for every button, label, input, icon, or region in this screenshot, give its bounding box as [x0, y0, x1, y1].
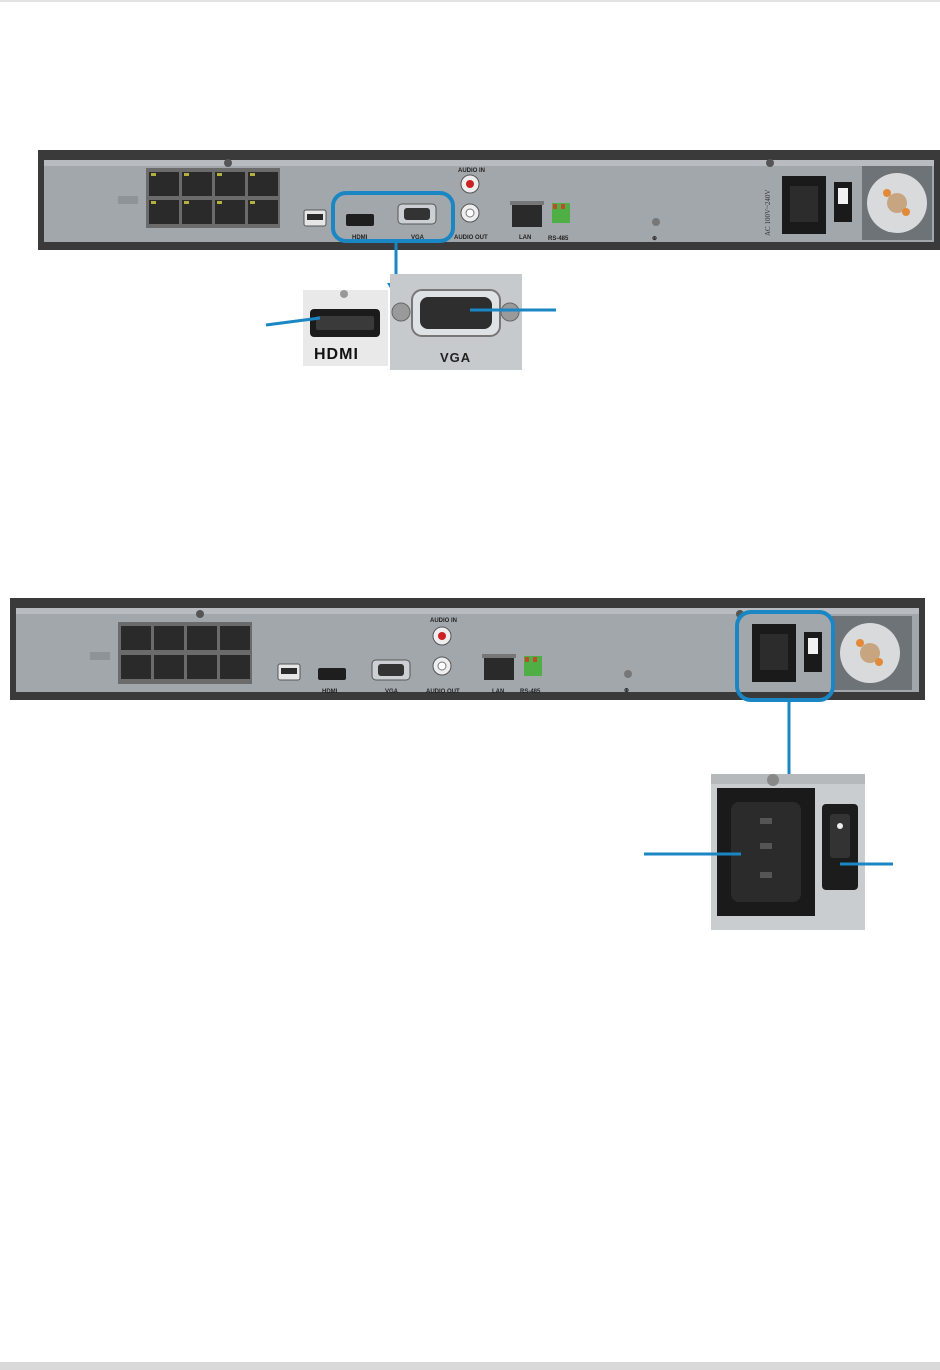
callout-highlight-2	[735, 610, 835, 702]
rs485-label-2: RS-485	[520, 689, 541, 695]
vga-zoom-image: VGA	[390, 274, 522, 370]
hdmi-label-2: HDMI	[322, 689, 338, 695]
usb-port	[303, 209, 327, 227]
hdmi-port-2: HDMI	[318, 668, 346, 695]
hdmi-pointer-line	[265, 316, 321, 327]
cooling-fan	[862, 166, 932, 240]
label-sticker	[118, 196, 138, 204]
rs485-terminal: RS-485	[548, 203, 570, 242]
vga-label-2: VGA	[385, 689, 399, 695]
audio-in-label: AUDIO IN	[458, 168, 485, 174]
ground-screw-2: ⊕	[624, 670, 632, 694]
callout-highlight	[331, 191, 455, 243]
power-switch	[834, 182, 852, 222]
hdmi-port: HDMI	[346, 214, 374, 241]
lan-label-2: LAN	[492, 689, 504, 695]
hdmi-zoom-image: HDMI	[303, 290, 388, 366]
hdmi-zoom-label: HDMI	[314, 346, 359, 363]
footer-band	[0, 1362, 940, 1370]
power-inlet	[782, 176, 826, 234]
figure-video-outputs: HDMI VGA AUDIO IN AUDIO OUT LAN RS-485 ⊕…	[38, 150, 940, 370]
usb-port-2	[277, 663, 301, 681]
lan-label: LAN	[519, 235, 531, 241]
poe-ports	[146, 168, 280, 228]
audio-out-label: AUDIO OUT	[454, 235, 488, 241]
rs485-label: RS-485	[548, 236, 569, 242]
ground-screw: ⊕	[652, 218, 660, 242]
power-switch-2	[804, 632, 822, 672]
vga-label: VGA	[411, 235, 425, 241]
rs485-terminal-2: RS-485	[520, 656, 542, 695]
audio-out-label-2: AUDIO OUT	[426, 689, 460, 695]
lan-port-2: LAN	[482, 654, 516, 695]
svg-text:⊕: ⊕	[652, 236, 657, 242]
poe-ports-2	[118, 622, 252, 684]
vga-port: VGA	[397, 203, 437, 241]
audio-in-label-2: AUDIO IN	[430, 618, 457, 624]
vga-port-2: VGA	[371, 659, 411, 695]
hdmi-label: HDMI	[352, 235, 368, 241]
vga-zoom-label: VGA	[440, 350, 471, 365]
top-rule	[0, 0, 940, 2]
svg-text:⊕: ⊕	[624, 688, 629, 694]
power-inlet-2	[752, 624, 796, 682]
ac-rating-label: AC 100V~240V	[764, 190, 772, 236]
audio-ports: AUDIO IN AUDIO OUT	[454, 168, 488, 241]
audio-ports-2: AUDIO IN AUDIO OUT	[426, 618, 460, 695]
lan-port: LAN	[510, 201, 544, 241]
figure-power-connection: HDMI VGA AUDIO IN AUDIO OUT LAN RS-485 ⊕	[10, 598, 925, 930]
cooling-fan-2	[832, 616, 912, 690]
power-zoom-image	[711, 774, 865, 930]
